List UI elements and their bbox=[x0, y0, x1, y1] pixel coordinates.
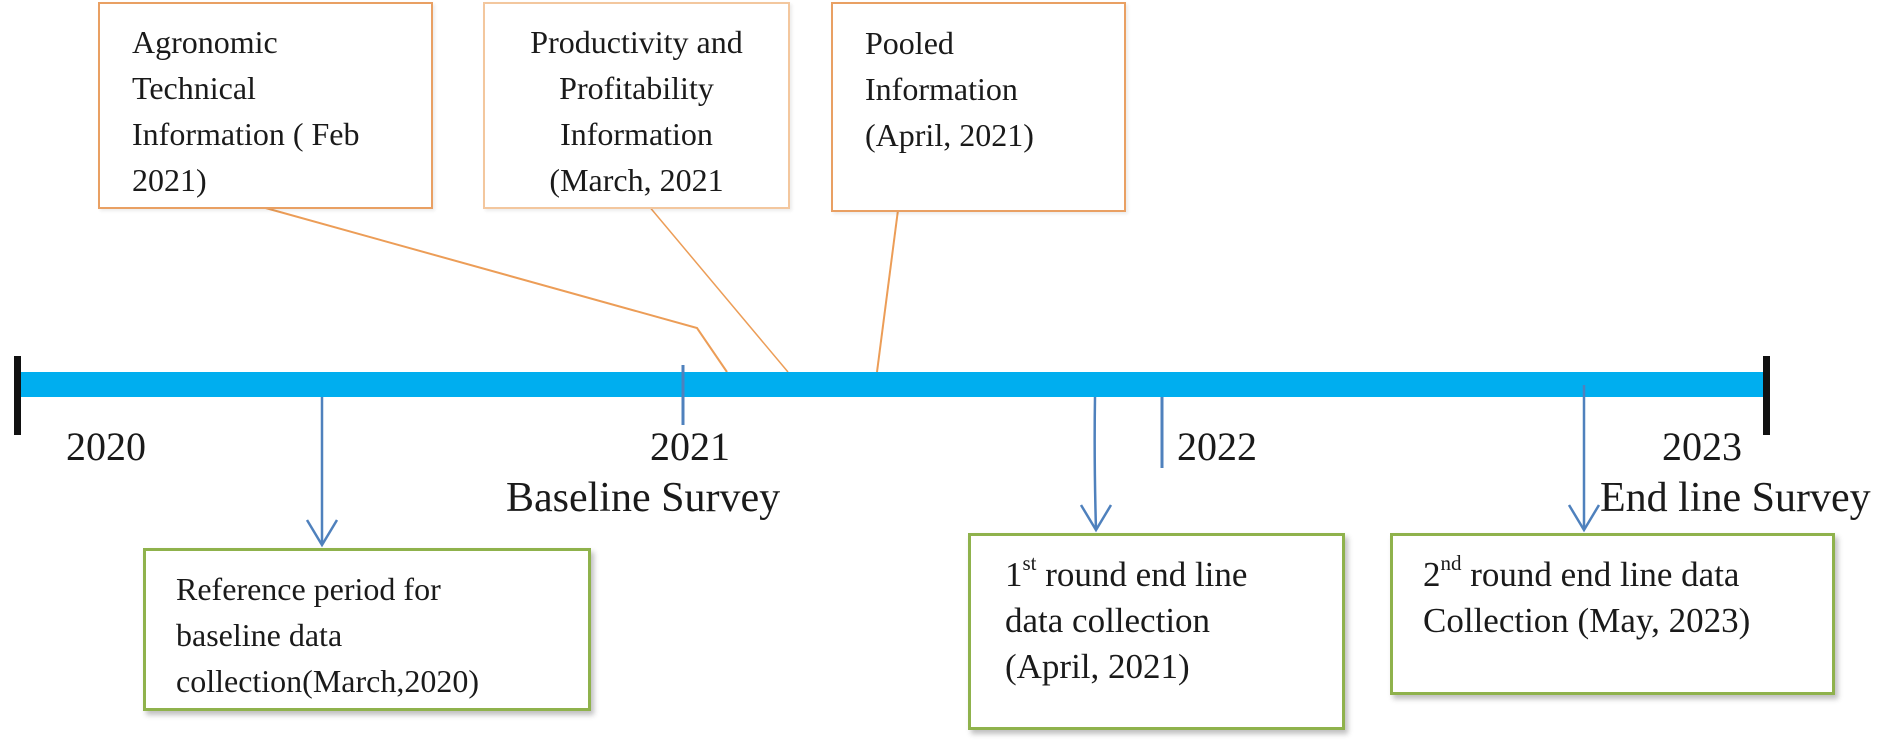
year-2020-label: 2020 bbox=[66, 424, 146, 469]
baseline-survey-label: Baseline Survey bbox=[506, 475, 781, 521]
reference-line-3: collection(March,2020) bbox=[176, 663, 479, 699]
pooled-info-box: Pooled Information (April, 2021) bbox=[831, 2, 1126, 212]
agronomic-info-box: Agronomic Technical Information ( Feb 20… bbox=[98, 2, 433, 209]
first-round-text: 1st round end line data collection (Apri… bbox=[1005, 552, 1345, 690]
first-round-line-1: 1st round end line bbox=[1005, 552, 1345, 598]
first-round-line-3: (April, 2021) bbox=[1005, 647, 1190, 686]
connector-agronomic bbox=[261, 206, 728, 373]
reference-line-1: Reference period for bbox=[176, 571, 441, 607]
pooled-info-text: Pooled Information (April, 2021) bbox=[865, 25, 1034, 153]
first-round-ordinal: 1 bbox=[1005, 555, 1023, 594]
first-round-line-2: data collection bbox=[1005, 601, 1211, 640]
second-round-line-2: Collection (May, 2023) bbox=[1423, 601, 1751, 640]
arrow-first-round bbox=[1079, 396, 1113, 533]
second-round-text: 2nd round end line data Collection (May,… bbox=[1423, 552, 1833, 644]
second-round-suffix: nd bbox=[1440, 551, 1462, 576]
arrow-reference bbox=[305, 397, 339, 548]
first-round-line-1-rest: round end line bbox=[1036, 555, 1248, 594]
second-round-box: 2nd round end line data Collection (May,… bbox=[1390, 533, 1835, 695]
second-round-line-1-rest: round end line data bbox=[1461, 555, 1740, 594]
second-round-ordinal: 2 bbox=[1423, 555, 1441, 594]
reference-period-box: Reference period for baseline data colle… bbox=[143, 548, 591, 711]
productivity-info-box: Productivity and Profitability Informati… bbox=[483, 2, 790, 209]
reference-period-text: Reference period for baseline data colle… bbox=[176, 566, 586, 704]
timeline-end-cap bbox=[1763, 356, 1770, 435]
first-round-suffix: st bbox=[1022, 551, 1037, 576]
year-2021-label: 2021 bbox=[650, 424, 730, 469]
first-round-box: 1st round end line data collection (Apri… bbox=[968, 533, 1345, 730]
agronomic-info-text: Agronomic Technical Information ( Feb 20… bbox=[132, 24, 360, 198]
connector-pooled bbox=[876, 209, 899, 373]
second-round-line-1: 2nd round end line data bbox=[1423, 552, 1833, 598]
reference-line-2: baseline data bbox=[176, 617, 343, 653]
endline-survey-label: End line Survey bbox=[1600, 475, 1871, 521]
arrow-second-round bbox=[1567, 385, 1601, 533]
connector-productivity bbox=[647, 204, 789, 373]
year-2023-label: 2023 bbox=[1662, 424, 1742, 469]
timeline-bar bbox=[18, 372, 1766, 397]
year-2022-label: 2022 bbox=[1177, 424, 1257, 469]
timeline-start-cap bbox=[14, 356, 21, 435]
productivity-info-text: Productivity and Profitability Informati… bbox=[530, 24, 743, 198]
